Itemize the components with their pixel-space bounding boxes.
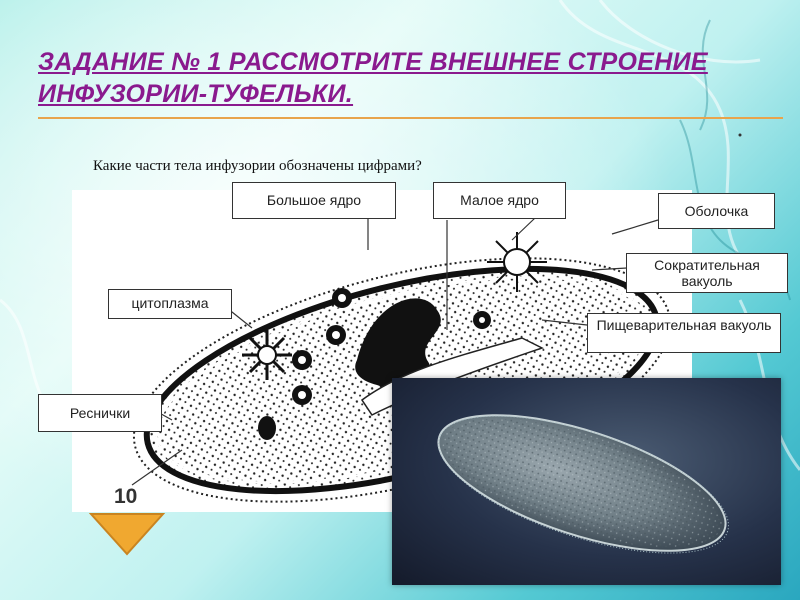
label-cytoplasm: цитоплазма — [108, 289, 232, 319]
question-text: Какие части тела инфузории обозначены ци… — [93, 158, 422, 174]
down-arrow-icon[interactable] — [89, 512, 165, 556]
slide-title: ЗАДАНИЕ № 1 РАССМОТРИТЕ ВНЕШНЕЕ СТРОЕНИЕ… — [38, 46, 778, 110]
paramecium-photo — [392, 378, 781, 585]
label-small-nucleus: Малое ядро — [433, 182, 566, 219]
title-line-2: ИНФУЗОРИИ-ТУФЕЛЬКИ. — [38, 80, 354, 108]
diagram-number: 10 — [114, 485, 138, 508]
label-membrane: Оболочка — [658, 193, 775, 229]
label-cilia: Реснички — [38, 394, 162, 432]
title-line-1: ЗАДАНИЕ № 1 РАССМОТРИТЕ ВНЕШНЕЕ СТРОЕНИЕ — [38, 48, 708, 76]
label-contractile-vacuole: Сократительная вакуоль — [626, 253, 788, 293]
label-digestive-vacuole: Пищеварительная вакуоль — [587, 313, 781, 353]
label-big-nucleus: Большое ядро — [232, 182, 396, 219]
title-underline-rule — [38, 117, 783, 119]
